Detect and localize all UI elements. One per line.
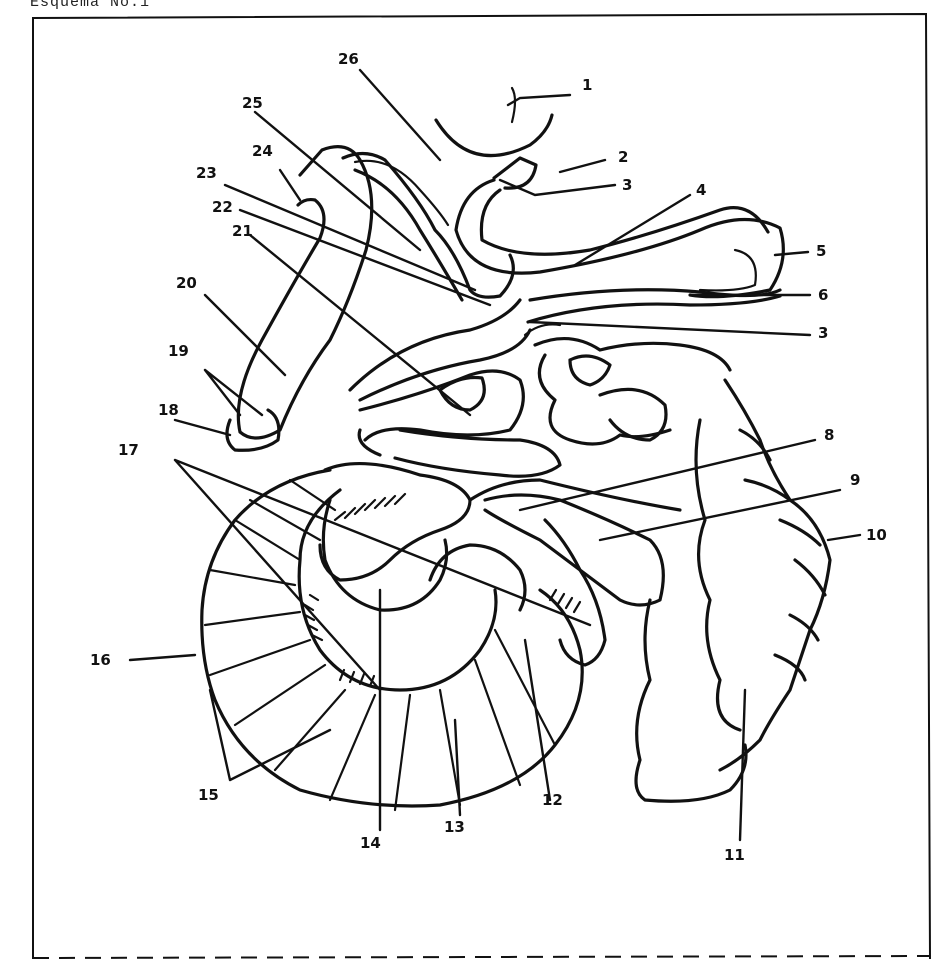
label-12: 12 [542, 791, 563, 809]
label-17: 17 [118, 441, 139, 459]
label-1: 1 [582, 76, 592, 94]
leader-lines [130, 70, 860, 840]
label-19: 19 [168, 342, 189, 360]
label-18: 18 [158, 401, 179, 419]
label-2: 2 [618, 148, 628, 166]
label-13: 13 [444, 818, 465, 836]
label-24: 24 [252, 142, 273, 160]
label-21: 21 [232, 222, 253, 240]
label-4: 4 [696, 181, 706, 199]
label-6: 6 [818, 286, 828, 304]
label-15: 15 [198, 786, 219, 804]
label-25: 25 [242, 94, 263, 112]
label-16: 16 [90, 651, 111, 669]
label-23: 23 [196, 164, 217, 182]
label-10: 10 [866, 526, 887, 544]
label-3-upper: 3 [622, 176, 632, 194]
label-9: 9 [850, 471, 860, 489]
label-22: 22 [212, 198, 233, 216]
label-20: 20 [176, 274, 197, 292]
label-3-lower: 3 [818, 324, 828, 342]
label-8: 8 [824, 426, 834, 444]
label-14: 14 [360, 834, 381, 852]
label-11: 11 [724, 846, 745, 864]
diagram-frame-bottom-dashed [33, 956, 930, 958]
label-5: 5 [816, 242, 826, 260]
label-26: 26 [338, 50, 359, 68]
organ-drawing [202, 88, 830, 810]
